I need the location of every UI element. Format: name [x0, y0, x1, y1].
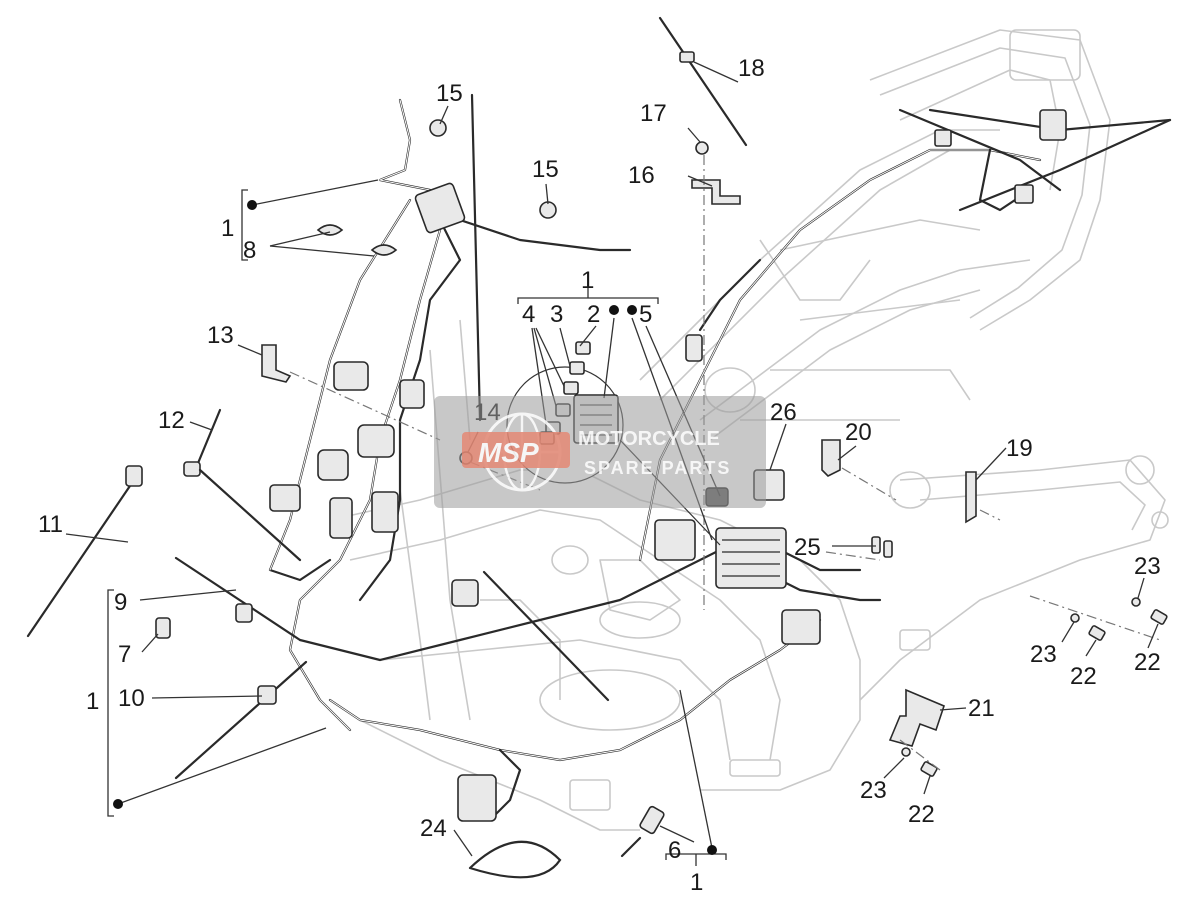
- callout-1: 1: [581, 267, 594, 294]
- callout-22: 22: [1070, 663, 1097, 690]
- callout-26: 26: [770, 399, 797, 426]
- watermark: MSP MOTORCYCLE SPARE PARTS: [434, 396, 766, 508]
- fuse-box: [705, 487, 821, 645]
- watermark-line2: SPARE PARTS: [584, 458, 731, 478]
- callout-4: 4: [522, 301, 535, 328]
- callout-8: 8: [243, 237, 256, 264]
- callout-15: 15: [532, 156, 559, 183]
- callout-16: 16: [628, 162, 655, 189]
- callout-7: 7: [118, 641, 131, 668]
- bullet-dots: [113, 200, 717, 855]
- callout-23: 23: [860, 777, 887, 804]
- callout-3: 3: [550, 301, 563, 328]
- callout-10: 10: [118, 685, 145, 712]
- callout-21: 21: [968, 695, 995, 722]
- callout-labels: 1 8 15 15 18 17 16 1 4 3 2 5 13 12 14 26…: [38, 55, 1161, 896]
- callout-2: 2: [587, 301, 600, 328]
- callout-22: 22: [1134, 649, 1161, 676]
- scooter-frame: [329, 29, 1169, 831]
- callout-11: 11: [38, 511, 63, 538]
- callout-25: 25: [794, 534, 821, 561]
- callout-23: 23: [1030, 641, 1057, 668]
- callout-22: 22: [908, 801, 935, 828]
- callout-19: 19: [1006, 435, 1033, 462]
- callout-12: 12: [158, 407, 185, 434]
- callout-20: 20: [845, 419, 872, 446]
- connectors: [269, 109, 1067, 607]
- callout-5: 5: [639, 301, 652, 328]
- watermark-logo: MSP: [478, 437, 539, 468]
- callout-9: 9: [114, 589, 127, 616]
- callout-1: 1: [221, 215, 234, 242]
- callout-24: 24: [420, 815, 447, 842]
- callout-18: 18: [738, 55, 765, 82]
- callout-15: 15: [436, 80, 463, 107]
- callout-23: 23: [1134, 553, 1161, 580]
- callout-1: 1: [690, 869, 703, 896]
- callout-17: 17: [640, 100, 667, 127]
- callout-13: 13: [207, 322, 234, 349]
- callout-6: 6: [668, 837, 681, 864]
- watermark-line1: MOTORCYCLE: [578, 428, 720, 450]
- callout-1: 1: [86, 688, 99, 715]
- small-parts: [26, 16, 1168, 879]
